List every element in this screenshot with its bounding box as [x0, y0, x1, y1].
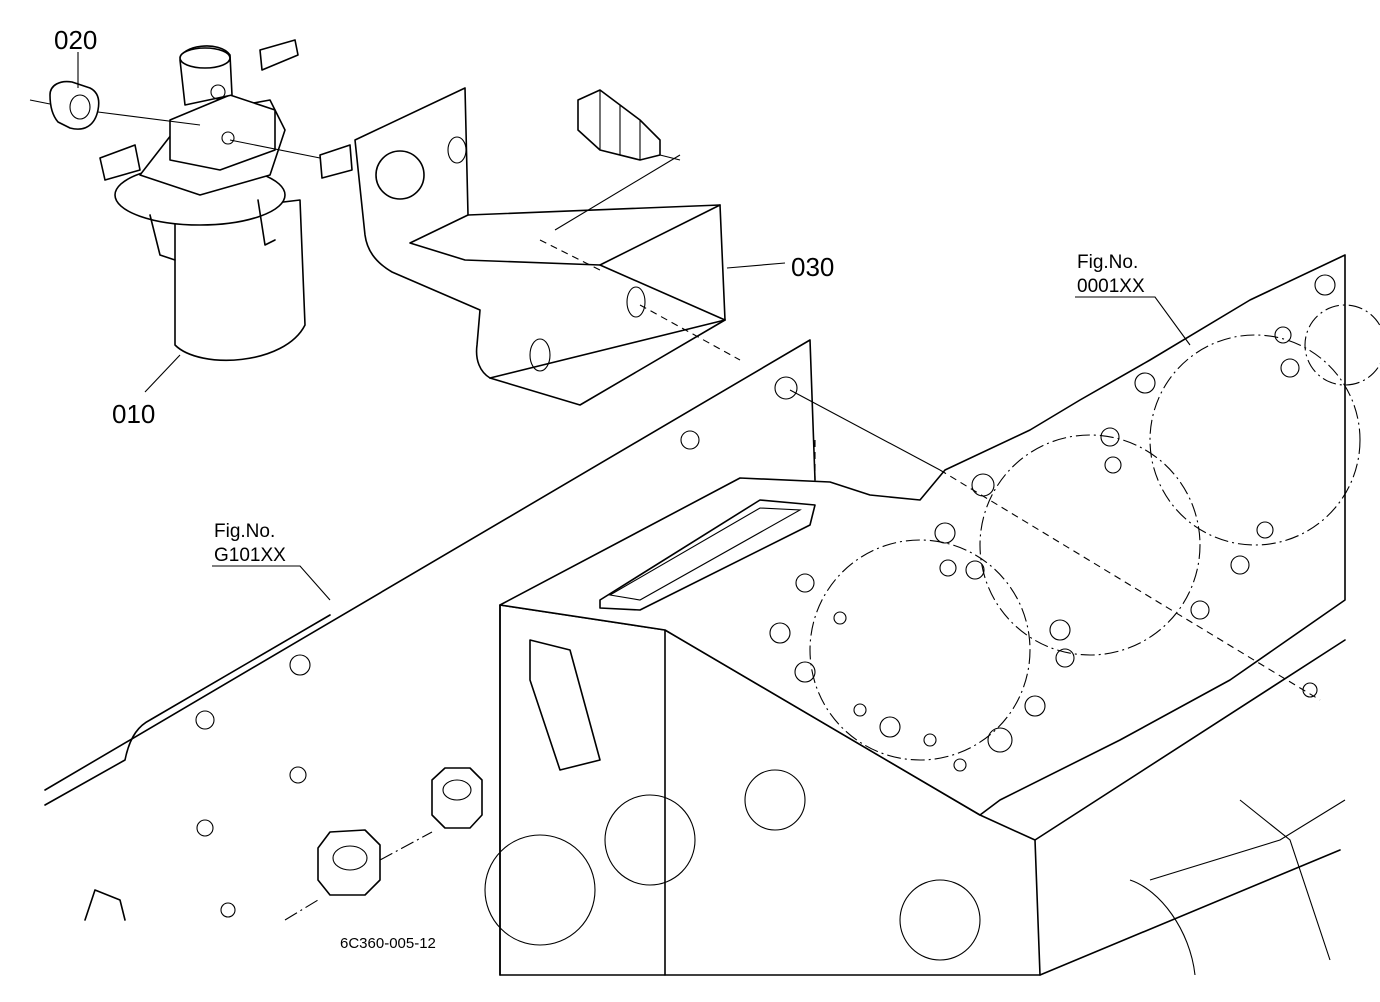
fig-ref-2-code: G101XX [214, 545, 286, 566]
drawing-number: 6C360-005-12 [340, 935, 436, 952]
callout-020: 020 [54, 25, 97, 55]
fitting [577, 89, 681, 161]
fig-ref-1-title: Fig.No. [1077, 252, 1138, 273]
leader-lines [77, 52, 1191, 601]
washer [49, 80, 100, 130]
engine-block [484, 254, 1380, 976]
assembly-lines [29, 99, 1321, 701]
fig-ref-2-title: Fig.No. [214, 521, 275, 542]
deck-holes [769, 274, 1336, 772]
fuel-filter [99, 39, 353, 362]
bracket [354, 87, 726, 406]
nuts [284, 767, 483, 921]
crankcase-plate [44, 339, 816, 921]
fig-ref-1-code: 0001XX [1077, 276, 1145, 297]
callout-030: 030 [791, 252, 834, 282]
callout-010: 010 [112, 399, 155, 429]
